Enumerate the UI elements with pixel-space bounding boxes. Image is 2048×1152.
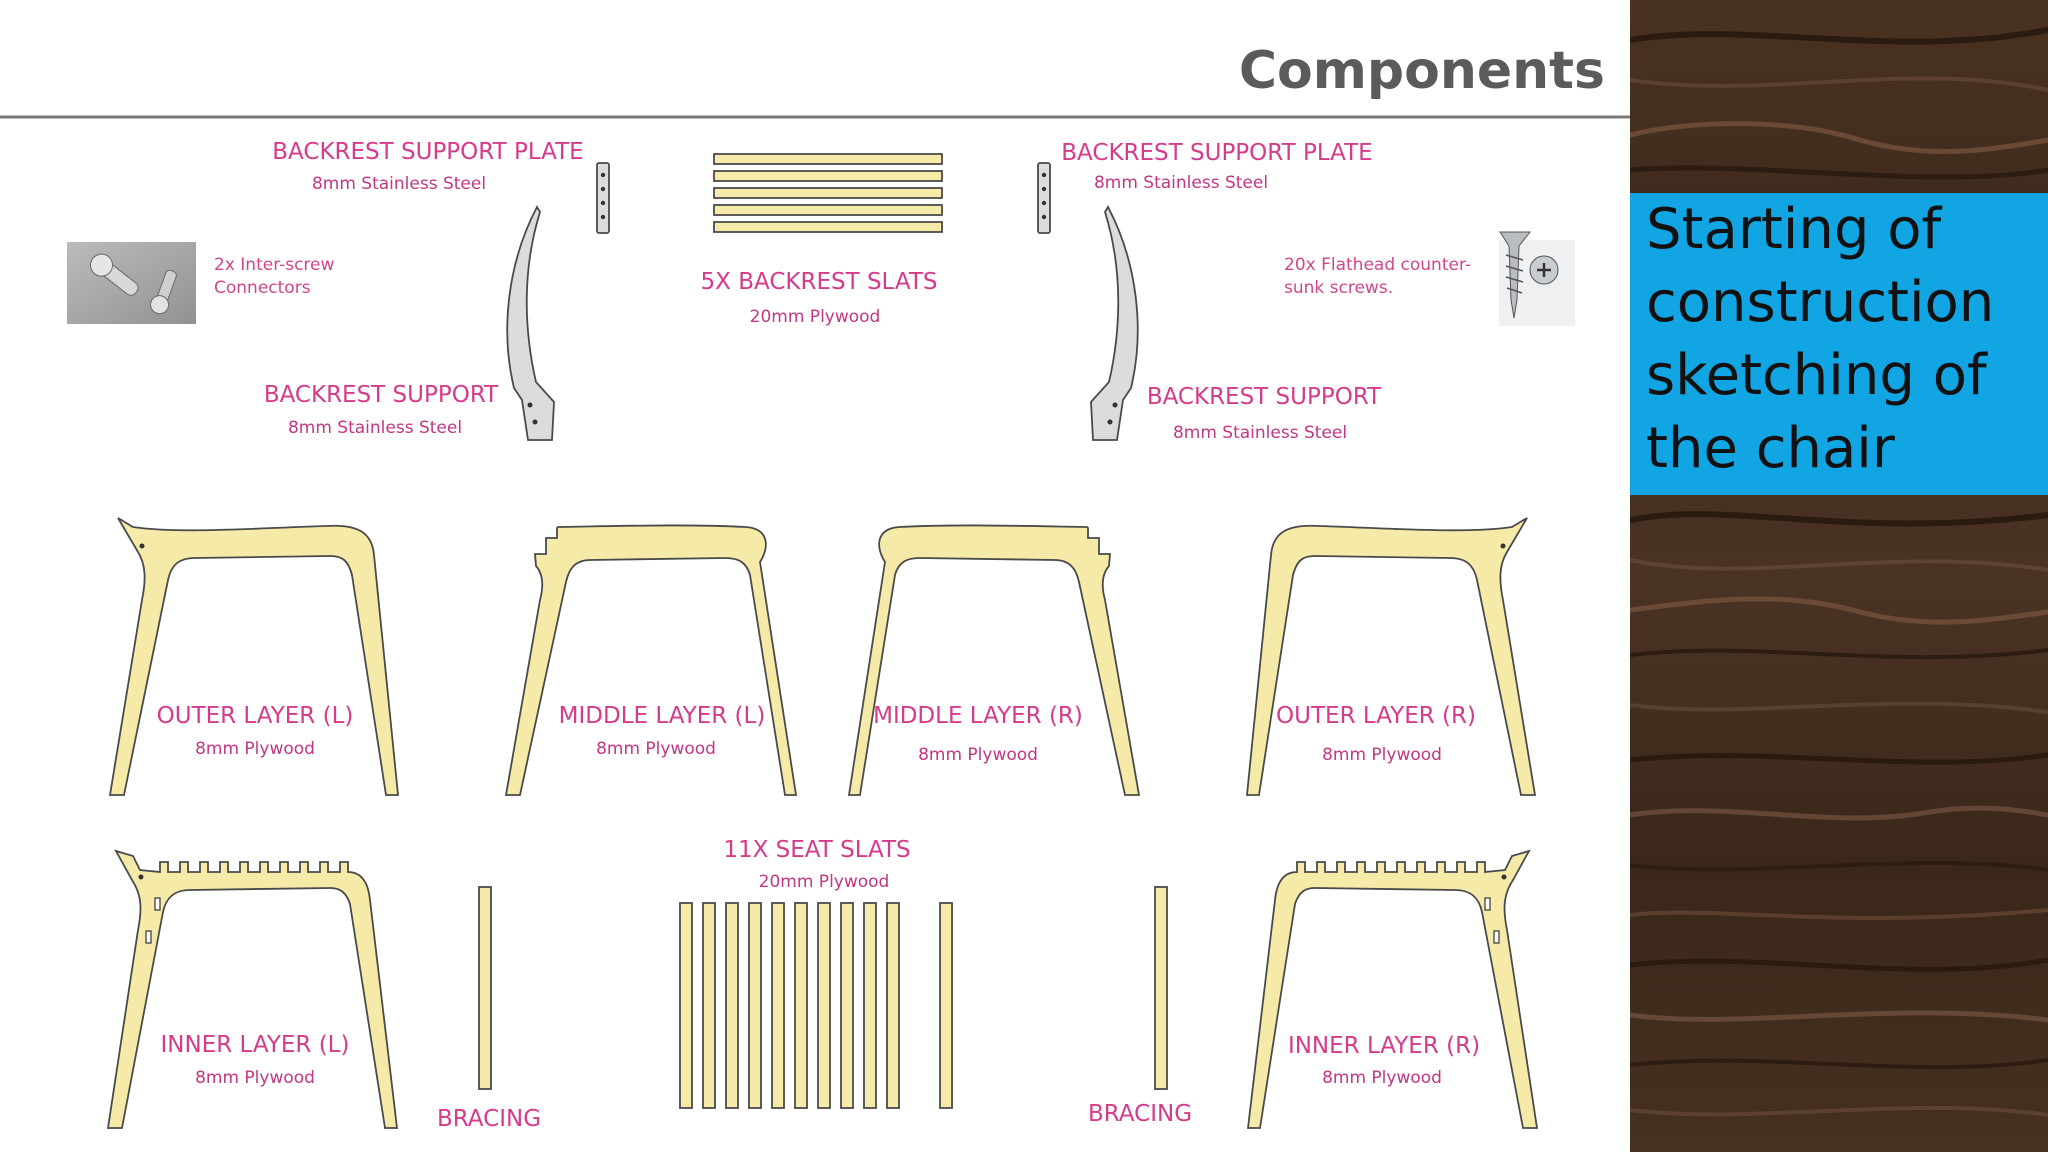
middle-layer-left	[504, 524, 798, 796]
outer-layer-right	[1246, 517, 1537, 796]
outer-layer-left	[108, 517, 399, 796]
inner-layer-left-sub: 8mm Plywood	[195, 1068, 315, 1088]
screws-label-2: sunk screws.	[1284, 278, 1393, 298]
inner-layer-left	[106, 849, 399, 1129]
caption-text: Starting of construction sketching of th…	[1646, 197, 1995, 481]
wood-grain-background	[1630, 0, 2048, 1152]
countersunk-screw-photo-icon	[1499, 231, 1575, 326]
backrest-support-left	[506, 205, 555, 441]
seat-slats	[679, 902, 953, 1109]
backrest-support-right	[1090, 205, 1139, 441]
inner-layer-left-label: INNER LAYER (L)	[161, 1032, 350, 1058]
caption-box: Starting of construction sketching of th…	[1630, 193, 2048, 495]
bracing-right	[1154, 886, 1168, 1090]
backrest-support-right-sub: 8mm Stainless Steel	[1173, 423, 1347, 443]
backrest-plate-right-sub: 8mm Stainless Steel	[1094, 173, 1268, 193]
backrest-support-left-label: BACKREST SUPPORT	[264, 382, 499, 408]
backrest-plate-right	[1037, 162, 1051, 234]
backrest-plate-left-label: BACKREST SUPPORT PLATE	[272, 139, 583, 165]
middle-layer-left-sub: 8mm Plywood	[596, 739, 716, 759]
inner-layer-right-label: INNER LAYER (R)	[1288, 1033, 1480, 1059]
middle-layer-right	[847, 524, 1141, 796]
page-title: Components	[1239, 41, 1605, 101]
backrest-slats-sub: 20mm Plywood	[750, 307, 881, 327]
outer-layer-left-sub: 8mm Plywood	[195, 739, 315, 759]
outer-layer-right-label: OUTER LAYER (R)	[1276, 703, 1476, 729]
seat-slats-label: 11X SEAT SLATS	[723, 837, 910, 863]
inner-layer-right-sub: 8mm Plywood	[1322, 1068, 1442, 1088]
bracing-right-label: BRACING	[1088, 1101, 1192, 1127]
middle-layer-right-sub: 8mm Plywood	[918, 745, 1038, 765]
screws-label-1: 20x Flathead counter-	[1284, 255, 1471, 275]
connector-bolts-photo-icon	[67, 242, 196, 324]
middle-layer-right-label: MIDDLE LAYER (R)	[873, 703, 1083, 729]
backrest-support-left-sub: 8mm Stainless Steel	[288, 418, 462, 438]
wood-texture-panel	[1630, 0, 2048, 1152]
components-diagram: Components 2x Inter-screw Connectors BAC	[0, 41, 1630, 1132]
components-diagram-panel: Components 2x Inter-screw Connectors BAC	[0, 41, 1630, 1132]
connectors-label-1: 2x Inter-screw	[214, 255, 335, 275]
outer-layer-left-label: OUTER LAYER (L)	[157, 703, 354, 729]
seat-slats-sub: 20mm Plywood	[759, 872, 890, 892]
inner-layer-right	[1246, 849, 1539, 1129]
backrest-slats-label: 5X BACKREST SLATS	[701, 269, 938, 295]
bracing-left-label: BRACING	[437, 1106, 541, 1132]
backrest-plate-left	[596, 162, 610, 234]
bracing-left	[478, 886, 492, 1090]
middle-layer-left-label: MIDDLE LAYER (L)	[559, 703, 766, 729]
backrest-plate-left-sub: 8mm Stainless Steel	[312, 174, 486, 194]
backrest-slats	[713, 153, 943, 233]
backrest-support-right-label: BACKREST SUPPORT	[1147, 384, 1382, 410]
connectors-label-2: Connectors	[214, 278, 311, 298]
backrest-plate-right-label: BACKREST SUPPORT PLATE	[1061, 140, 1372, 166]
outer-layer-right-sub: 8mm Plywood	[1322, 745, 1442, 765]
